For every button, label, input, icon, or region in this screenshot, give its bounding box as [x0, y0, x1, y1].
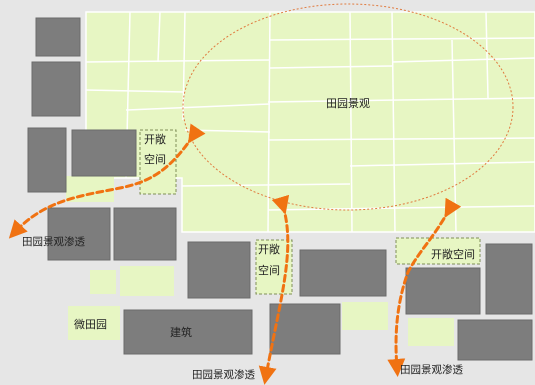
- building-10: [485, 243, 533, 315]
- open-space-left-line1: 开敞: [144, 132, 166, 146]
- building-6: [113, 207, 177, 261]
- building-3: [27, 127, 67, 193]
- small-field-5: [408, 318, 454, 346]
- building-4: [71, 129, 137, 177]
- open-space-left-line2: 空间: [144, 152, 166, 166]
- building-9: [405, 267, 481, 315]
- small-field-2: [90, 270, 116, 294]
- penetration-arrows: [8, 123, 462, 385]
- building-2: [31, 61, 81, 117]
- building-5: [47, 207, 111, 261]
- micro-field-label: 微田园: [74, 317, 107, 331]
- building-11: [123, 309, 253, 355]
- penetration-left-label: 田园景观渗透: [22, 235, 85, 248]
- penetration-bottom-label: 田园景观渗透: [192, 368, 255, 381]
- penetration-right-label: 田园景观渗透: [400, 363, 463, 376]
- small-field-4: [342, 302, 388, 330]
- arrow-bottom: [258, 194, 290, 385]
- building-12: [269, 303, 341, 355]
- small-field-3: [120, 266, 174, 296]
- field-landscape-boundary: [182, 3, 514, 211]
- building-label: 建筑: [170, 325, 192, 339]
- open-space-mid-line2: 空间: [258, 263, 280, 277]
- building-1: [35, 17, 81, 57]
- open-space-mid-line1: 开敞: [258, 242, 280, 256]
- micro-field-patch: [68, 306, 120, 340]
- open-space-right-label: 开敞空间: [431, 247, 475, 261]
- building-8: [299, 249, 387, 297]
- building-7: [187, 241, 251, 299]
- arrow-left: [8, 123, 206, 239]
- building-13: [457, 319, 533, 361]
- arrow-right: [387, 197, 462, 377]
- field-landscape-label: 田园景观: [326, 97, 370, 110]
